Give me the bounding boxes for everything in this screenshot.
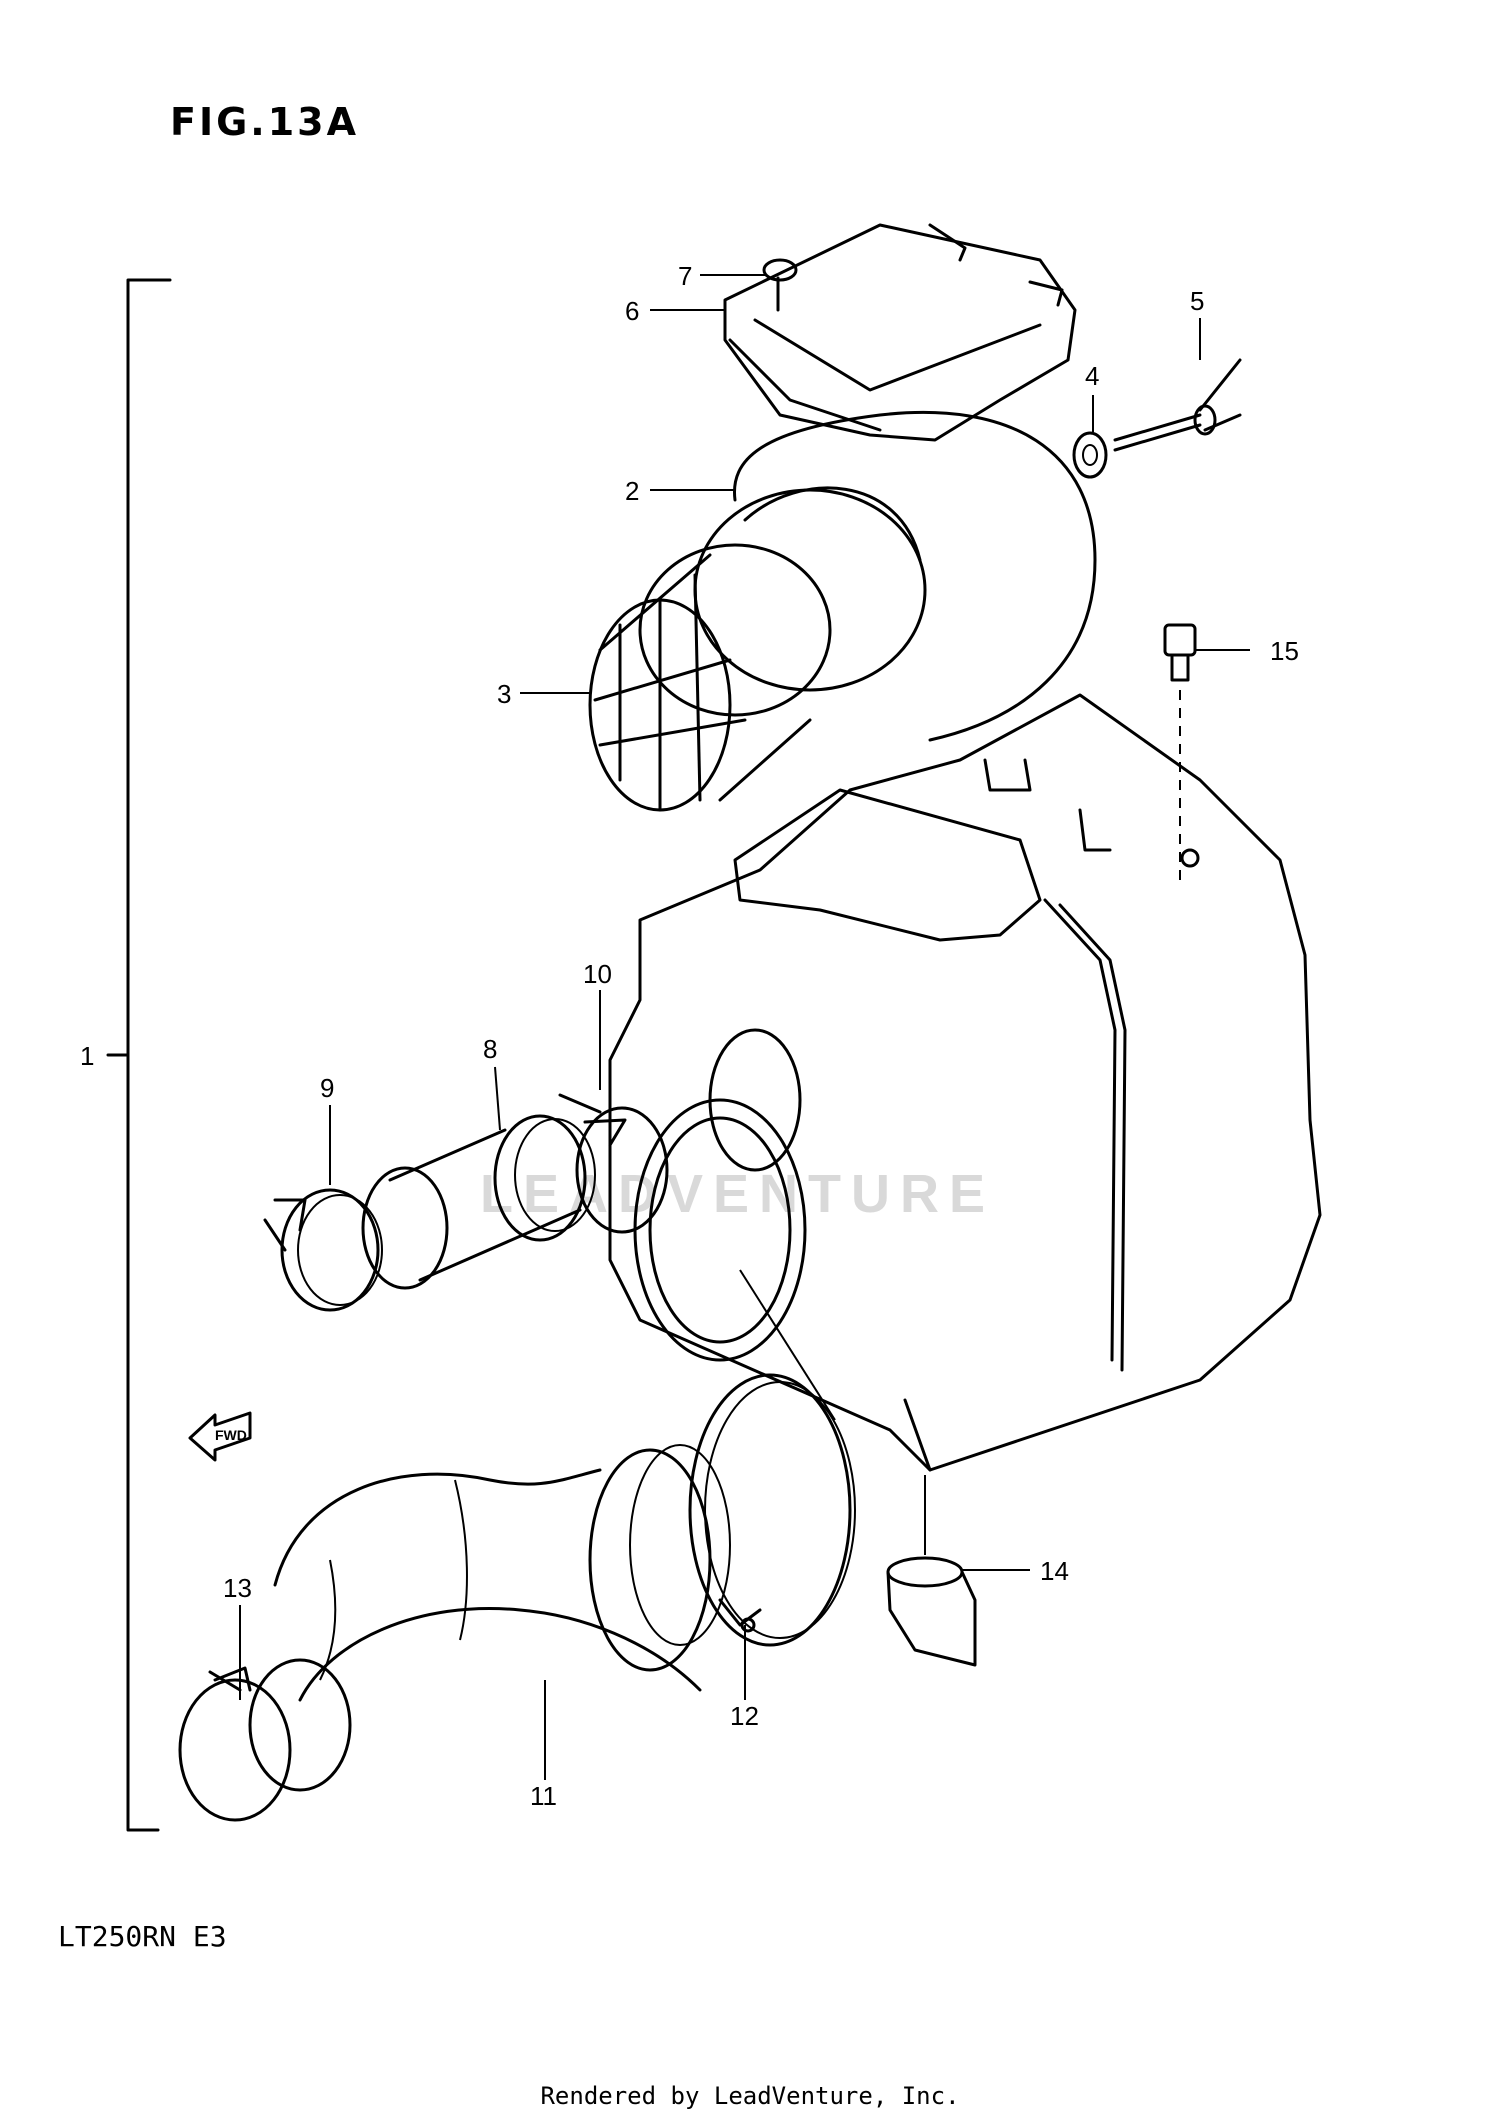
callout-9: 9 [320,1073,334,1103]
fwd-arrow: FWD [188,1411,252,1462]
callout-1: 1 [80,1041,94,1071]
figure-title: FIG.13A [170,100,360,144]
part-12-clamp [718,1598,762,1633]
callout-11: 11 [530,1781,557,1811]
callout-12: 12 [730,1701,759,1731]
part-9-clamp [263,1188,383,1312]
part-3-filter-cage [588,543,832,812]
callout-7: 7 [678,261,692,291]
watermark-text: LEADVENTURE [480,1164,995,1224]
callout-8: 8 [483,1034,497,1064]
footer-credit: Rendered by LeadVenture, Inc. [540,2082,960,2110]
callout-6: 6 [625,296,639,326]
callout-3: 3 [497,679,511,709]
callout-2: 2 [625,476,639,506]
part-14-drain [886,1475,977,1667]
callout-15: 15 [1270,636,1299,666]
assembly-bracket [126,278,172,1832]
callout-13: 13 [223,1573,252,1603]
callout-14: 14 [1040,1556,1069,1586]
part-11-hose [273,1373,856,1702]
part-6-cover [723,223,1077,442]
leader-lines [239,274,1250,1780]
part-2-filter-element [693,410,1097,742]
callout-10: 10 [583,959,612,989]
leader-8 [494,1066,501,1131]
part-15-bolt [1163,623,1197,880]
fwd-label: FWD [215,1427,247,1443]
part-1-case [608,693,1322,1472]
model-code: LT250RN E3 [58,1920,227,1953]
part-13-clamp [178,1658,352,1822]
callout-5: 5 [1190,286,1204,316]
part-5-wing-bolt [1113,358,1242,452]
part-7-screw [762,258,798,312]
part-8-tube [361,1114,596,1290]
part-4-grommet [1072,431,1108,479]
callout-4: 4 [1085,361,1099,391]
part-10-clamp [558,1093,669,1234]
